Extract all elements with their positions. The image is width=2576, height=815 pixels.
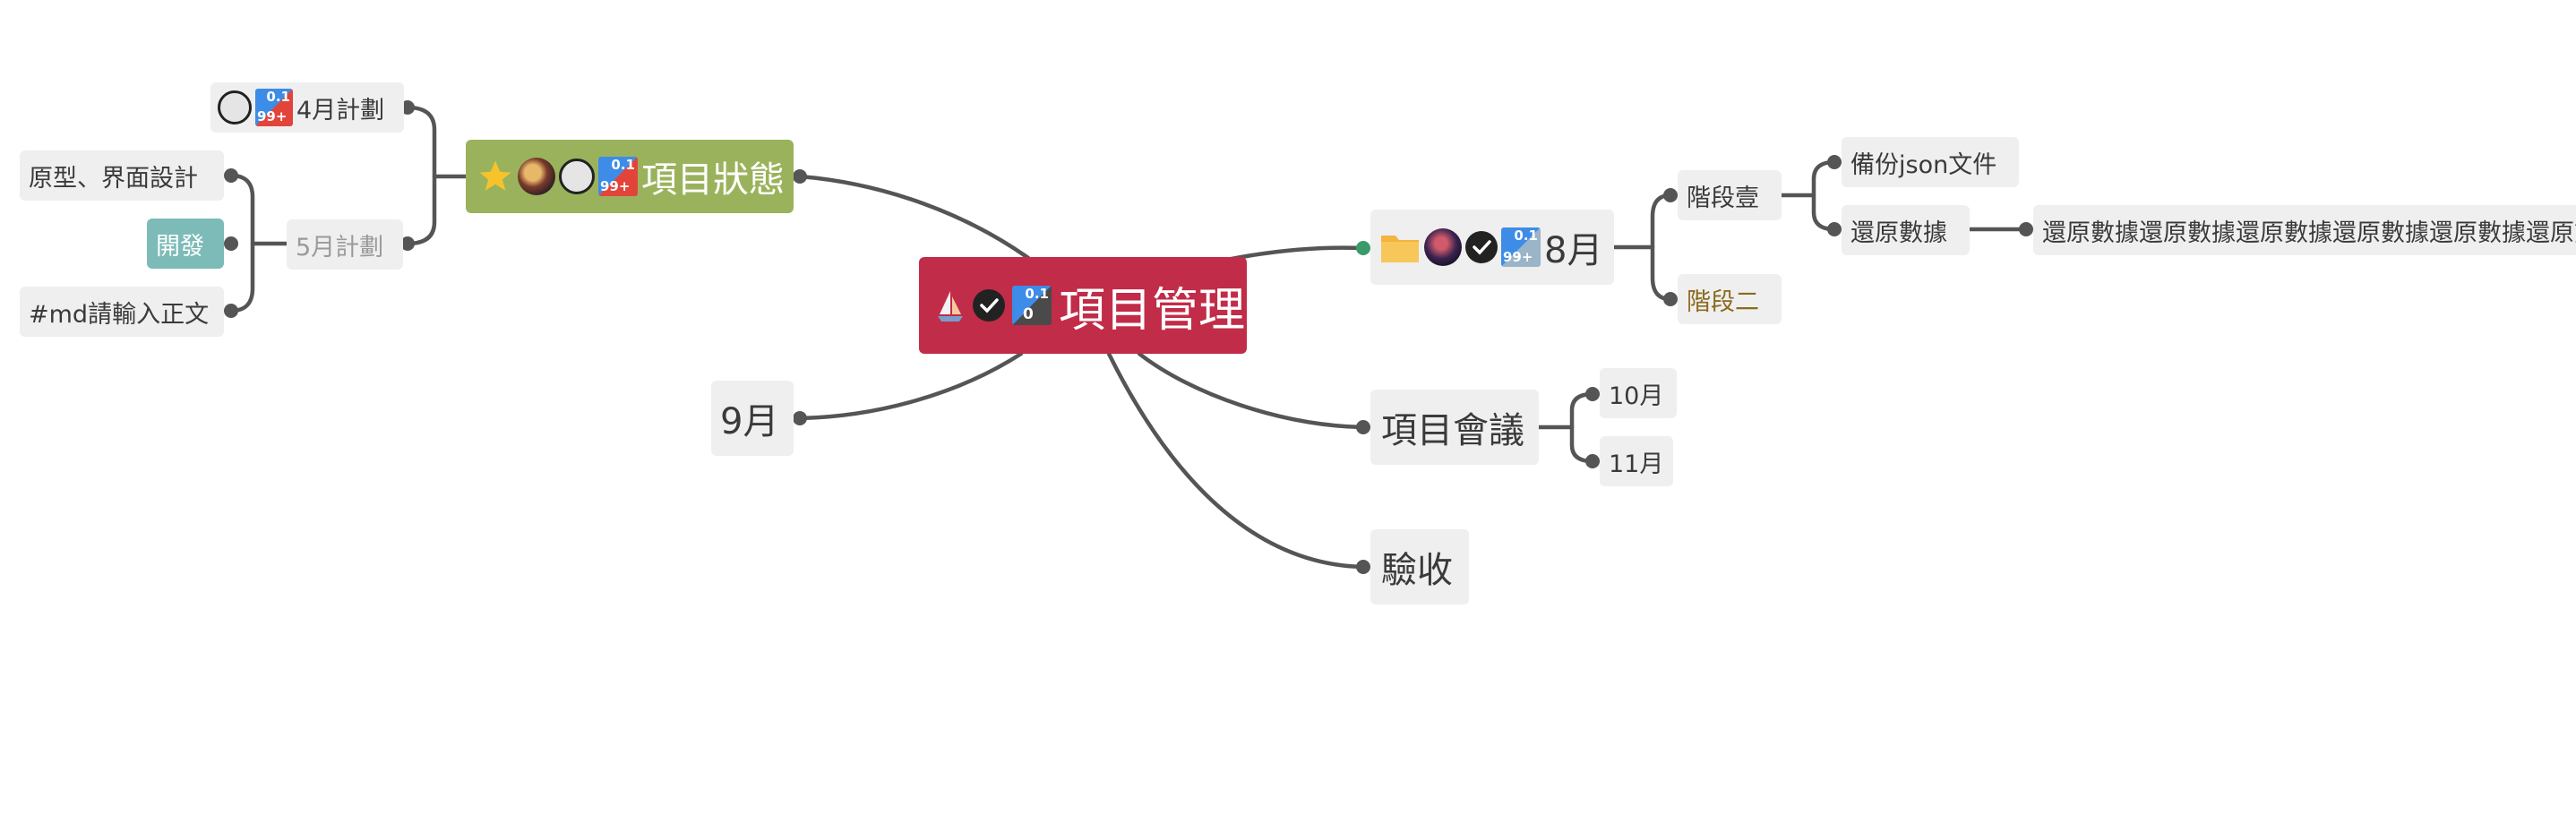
stage2-label: 階段二 <box>1687 287 1759 316</box>
connector-dot[interactable] <box>224 304 238 318</box>
stage1-label: 階段壹 <box>1687 184 1759 212</box>
april-plan-node[interactable]: 0.1 99+ 4月計劃 <box>210 82 404 133</box>
star-icon <box>477 158 514 195</box>
october-node[interactable]: 10月 <box>1600 368 1677 418</box>
connector-dot[interactable] <box>1585 454 1600 468</box>
acceptance-label: 驗收 <box>1381 550 1453 591</box>
connector-dot[interactable] <box>1827 155 1842 169</box>
connector-dot[interactable] <box>793 411 807 425</box>
may-plan-node[interactable]: 5月計劃 <box>287 219 403 270</box>
link-root-september <box>797 351 1024 421</box>
link-root-meeting <box>1137 351 1366 430</box>
md-note-node[interactable]: #md請輸入正文 <box>20 287 224 337</box>
connector-dot[interactable] <box>793 169 807 184</box>
stage1-node[interactable]: 階段壹 <box>1678 170 1782 220</box>
priority-badge-icon: 0.1 99+ <box>598 157 638 196</box>
root-label: 項目管理 <box>1059 283 1246 338</box>
priority-badge-icon: 0.1 99+ <box>255 89 293 126</box>
connector-dot[interactable] <box>400 100 415 115</box>
connector-dot[interactable] <box>1356 420 1370 434</box>
restore-data-node[interactable]: 還原數據 <box>1842 205 1970 255</box>
avatar-icon <box>1424 228 1462 266</box>
november-label: 11月 <box>1609 450 1664 478</box>
connector-dot[interactable] <box>1356 560 1370 574</box>
connector-dot[interactable] <box>1663 188 1678 202</box>
md-note-label: #md請輸入正文 <box>29 300 210 329</box>
backup-json-label: 備份json文件 <box>1850 150 1997 179</box>
september-node[interactable]: 9月 <box>711 381 794 456</box>
priority-badge-icon: 0.1 99+ <box>1501 227 1541 267</box>
meeting-node[interactable]: 項目會議 <box>1370 390 1539 465</box>
april-plan-label: 4月計劃 <box>296 96 385 124</box>
avatar-icon <box>518 158 555 195</box>
acceptance-node[interactable]: 驗收 <box>1370 529 1469 605</box>
priority-badge-icon: 0.1 0 <box>1012 286 1052 325</box>
prototype-design-label: 原型、界面設計 <box>29 164 198 193</box>
sailboat-icon <box>935 287 966 323</box>
connector-dot[interactable] <box>1663 292 1678 306</box>
empty-circle-icon <box>559 159 595 194</box>
link-may-children <box>228 173 255 313</box>
september-label: 9月 <box>720 401 779 442</box>
folder-icon <box>1379 230 1421 264</box>
connector-dot[interactable] <box>1585 387 1600 401</box>
august-label: 8月 <box>1544 230 1603 271</box>
empty-circle-icon <box>218 90 252 124</box>
link-august-children <box>1650 193 1673 302</box>
develop-node[interactable]: 開發 <box>147 219 224 269</box>
link-stage1-children <box>1811 159 1837 232</box>
restore-detail-node[interactable]: 還原數據還原數據還原數據還原數據還原數據還原數據還原數據 <box>2033 205 2576 255</box>
stage2-node[interactable]: 階段二 <box>1678 274 1782 324</box>
status-label: 項目狀態 <box>641 159 785 201</box>
connector-dot[interactable] <box>224 168 238 183</box>
may-plan-label: 5月計劃 <box>296 233 384 262</box>
connector-dot[interactable] <box>400 236 415 251</box>
link-root-august <box>1224 245 1366 262</box>
check-circle-icon <box>973 289 1005 322</box>
october-label: 10月 <box>1609 382 1664 410</box>
prototype-design-node[interactable]: 原型、界面設計 <box>20 150 224 201</box>
root-node[interactable]: 0.1 0 項目管理 <box>919 257 1247 354</box>
november-node[interactable]: 11月 <box>1600 436 1673 486</box>
connector-dot[interactable] <box>1356 241 1370 255</box>
link-meeting-children <box>1569 391 1595 464</box>
august-node[interactable]: 0.1 99+ 8月 <box>1370 210 1614 285</box>
status-node[interactable]: 0.1 99+ 項目狀態 <box>466 140 794 213</box>
restore-data-label: 還原數據 <box>1850 219 1947 247</box>
meeting-label: 項目會議 <box>1381 410 1524 451</box>
connector-dot[interactable] <box>2019 222 2033 236</box>
connector-dot[interactable] <box>224 236 238 251</box>
link-root-acceptance <box>1106 351 1366 570</box>
develop-label: 開發 <box>156 232 204 261</box>
link-root-status <box>797 174 1031 261</box>
check-circle-icon <box>1465 231 1498 263</box>
connector-dot[interactable] <box>1827 222 1842 236</box>
restore-detail-label: 還原數據還原數據還原數據還原數據還原數據還原數據還原數據 <box>2042 219 2576 247</box>
backup-json-node[interactable]: 備份json文件 <box>1842 137 2019 187</box>
link-status-april <box>405 105 437 246</box>
